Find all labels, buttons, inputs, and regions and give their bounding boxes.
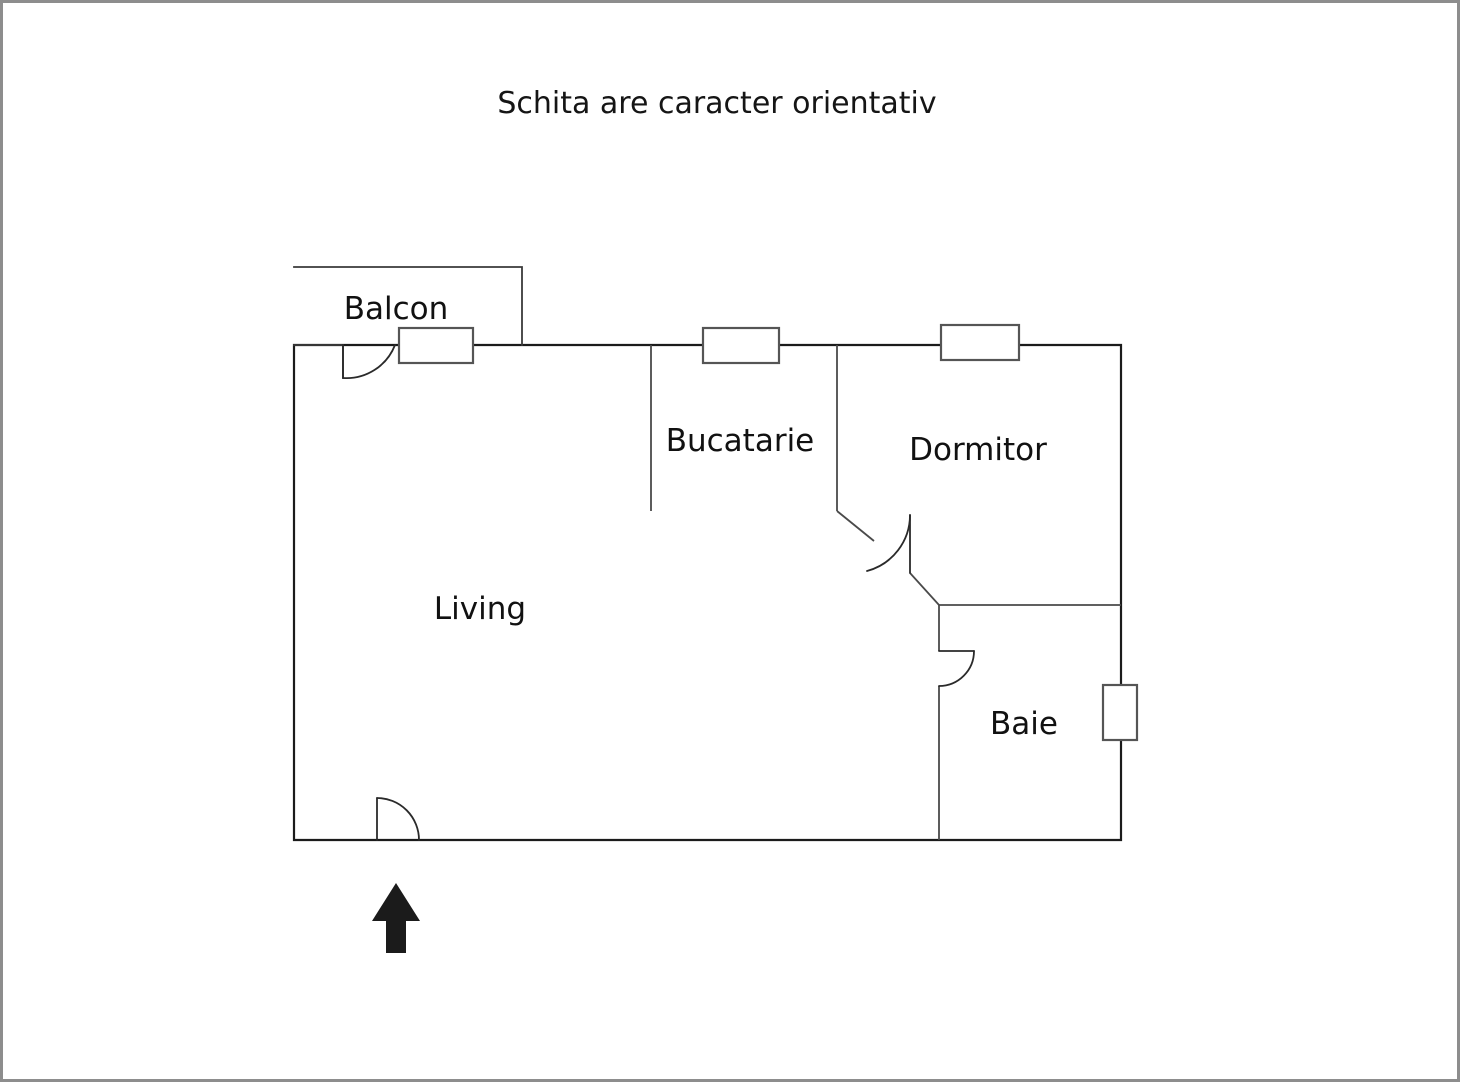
balcony-door-jamb-wall [293, 344, 344, 379]
wall-group [292, 266, 1123, 842]
door-balcony-swing-icon [342, 344, 396, 379]
room-label-baie: Baie [990, 706, 1058, 742]
room-label-bucatarie: Bucatarie [666, 423, 815, 459]
bedroom-diagonal-wall-lower [909, 572, 940, 606]
door-bedroom-swing-icon [866, 514, 911, 572]
page-title: Schita are caracter orientativ [497, 86, 936, 121]
window-kitchen-icon [701, 326, 781, 365]
room-label-balcon: Balcon [344, 291, 449, 327]
floor-plan-drawing: Schita are caracter orientativ [292, 86, 1139, 953]
door-bathroom-swing-icon [938, 650, 975, 687]
door-entrance-swing-icon [376, 797, 420, 841]
door-group [342, 344, 975, 841]
window-group [397, 323, 1139, 742]
window-balcony-icon [397, 326, 475, 365]
bedroom-diagonal-wall-upper [836, 510, 875, 542]
balcony-wall [293, 266, 523, 346]
room-label-group: Balcon Bucatarie Dormitor Living Baie [344, 291, 1058, 742]
outer-wall [292, 343, 1123, 842]
north-arrow-icon [372, 883, 420, 953]
room-label-dormitor: Dormitor [909, 432, 1047, 468]
room-label-living: Living [434, 591, 526, 627]
window-bathroom-icon [1101, 683, 1139, 742]
window-bedroom-icon [939, 323, 1021, 362]
